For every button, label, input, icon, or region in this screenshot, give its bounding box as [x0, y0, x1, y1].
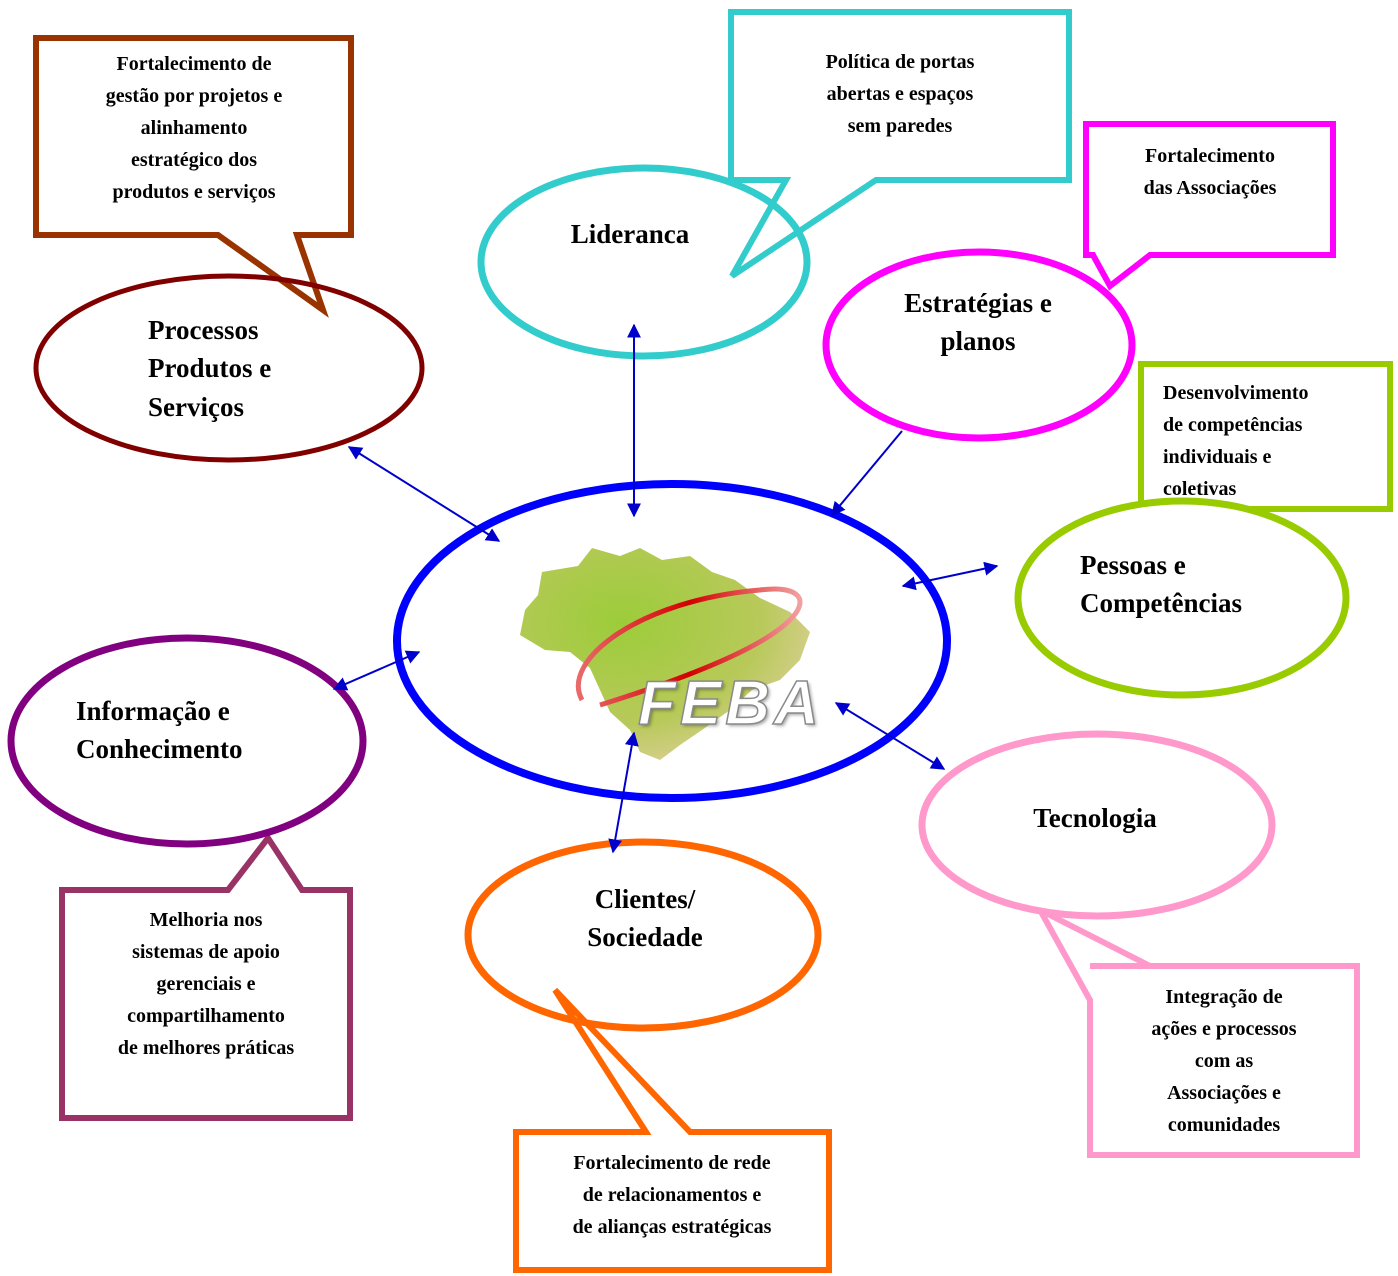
node-estrategias-ellipse [822, 248, 1136, 442]
node-pessoas-label: Pessoas e Competências [1080, 550, 1242, 619]
callout-pessoas-shape [1138, 361, 1393, 512]
callout-lideranca-text: Política de portas abertas e espaços sem… [825, 51, 975, 137]
arrow-layer [332, 323, 999, 854]
callout-informacao-text: Melhoria nos sistemas de apoio gerenciai… [117, 909, 295, 1059]
callout-estrategias-text: Fortalecimento das Associações [1143, 145, 1277, 199]
callout-informacao-shape [59, 832, 353, 1121]
node-lideranca-label: Lideranca [570, 219, 690, 249]
callout-pessoas-text: Desenvolvimento de competências individu… [1163, 382, 1309, 500]
feba-logo [520, 548, 810, 760]
callout-processos-text: Fortalecimento de gestão por projetos e … [105, 53, 283, 203]
arrow-estrategias [831, 430, 903, 517]
arrow-informacao [332, 650, 421, 691]
node-lideranca-ellipse [477, 164, 811, 360]
node-estrategias-label: Estratégias e planos [904, 288, 1052, 357]
node-tecnologia-ellipse [918, 730, 1276, 920]
logo-swoosh-shape [575, 586, 803, 708]
node-layer [7, 164, 1350, 1032]
node-clientes-ellipse [464, 838, 822, 1032]
node-tecnologia-label: Tecnologia [1033, 803, 1157, 833]
node-informacao-label: Informação e Conhecimento [76, 696, 243, 765]
callout-tecnologia-shape [1032, 902, 1360, 1158]
callout-estrategias-shape [1083, 121, 1336, 291]
callout-tecnologia-text: Integração de ações e processos com as A… [1151, 986, 1297, 1136]
arrow-clientes [608, 731, 639, 854]
feba-logo-text: FEBA [637, 668, 823, 739]
node-processos-label: Processos Produtos e Serviços [148, 315, 272, 422]
callout-processos-shape [33, 35, 354, 318]
callout-layer [33, 9, 1393, 1273]
node-pessoas-ellipse [1014, 497, 1350, 699]
node-clientes-label: Clientes/ Sociedade [587, 884, 703, 953]
callout-clientes-text: Fortalecimento de rede de relacionamento… [572, 1152, 772, 1238]
callout-lideranca-shape [728, 9, 1072, 279]
brazil-map-shape [520, 548, 810, 760]
arrow-processos [347, 446, 501, 542]
arrow-tecnologia [834, 702, 946, 770]
callout-clientes-shape [513, 987, 832, 1273]
node-processos-ellipse [33, 273, 425, 463]
arrow-pessoas [901, 561, 999, 591]
node-informacao-ellipse [7, 634, 367, 848]
